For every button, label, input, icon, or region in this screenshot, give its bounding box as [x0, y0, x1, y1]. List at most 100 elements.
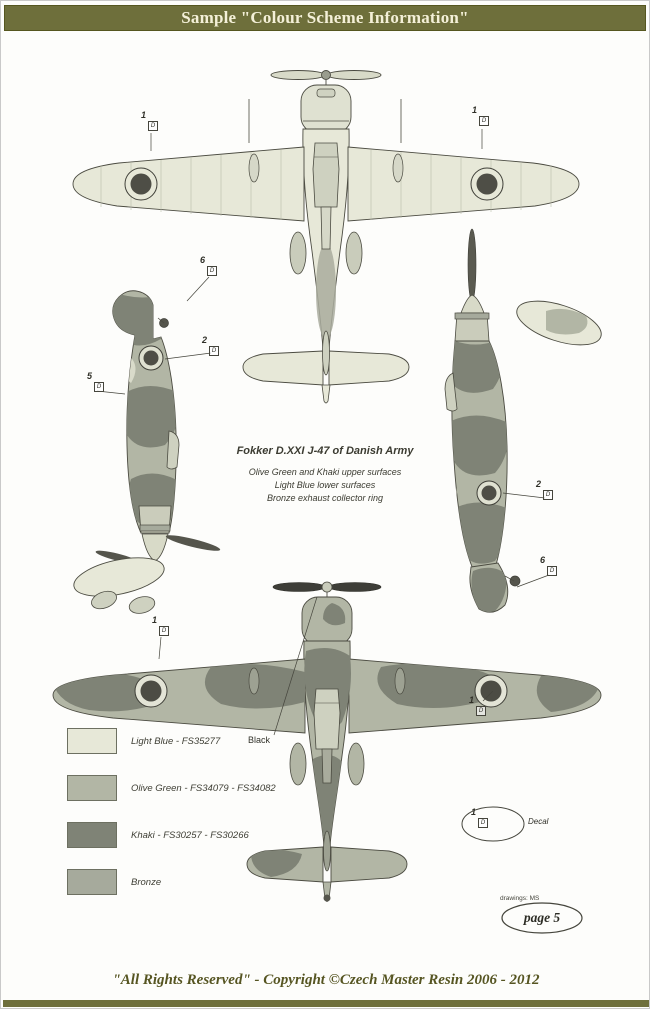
decal-marker-number: 1: [471, 807, 477, 817]
marker-leader-lines: [96, 129, 550, 736]
camouflage-pattern: [451, 341, 508, 612]
tailwheel: [509, 575, 521, 587]
decal-legend-label: Decal: [528, 817, 549, 826]
headrest-fairing: [321, 748, 333, 784]
decal-legend-oval: [461, 806, 525, 842]
legend-row-olive-green: Olive Green - FS34079 - FS34082: [67, 775, 276, 801]
decal-marker-box: D: [543, 490, 553, 500]
decal-marker-number: 5: [87, 371, 93, 381]
roundel-center: [480, 680, 502, 702]
tailwheel: [323, 894, 331, 902]
top-view-drawing: [72, 70, 580, 404]
decal-marker-6b: 6 D: [540, 556, 557, 576]
roundel-center: [476, 173, 498, 195]
decal-marker-number: 1: [141, 110, 147, 120]
decal-marker-box: D: [148, 121, 158, 131]
black-propeller-label: Black: [248, 735, 271, 745]
spinner: [141, 533, 169, 562]
header-bar: Sample "Colour Scheme Information": [4, 5, 646, 31]
roundel-center: [140, 680, 162, 702]
decal-marker-box: D: [209, 346, 219, 356]
propeller-blade: [165, 535, 221, 551]
decal-marker-box: D: [547, 566, 557, 576]
footer-bar: [3, 1000, 649, 1007]
propeller-blade: [467, 228, 477, 302]
decal-marker-number: 1: [152, 615, 158, 625]
decal-marker-number: 1: [472, 105, 478, 115]
caption-line-1: Olive Green and Khaki upper surfaces: [248, 467, 402, 477]
wheel-spat: [289, 231, 307, 275]
roundel-center: [143, 350, 159, 366]
propeller-blade: [270, 70, 326, 80]
decal-marker-number: 6: [200, 255, 206, 265]
decal-marker-1d: 1 D: [469, 696, 486, 716]
wing-gun-fairing: [394, 667, 406, 695]
page-title: Sample "Colour Scheme Information": [181, 8, 469, 27]
bronze-exhaust-ring: [139, 524, 171, 532]
colour-legend: Light Blue - FS35277 Olive Green - FS340…: [67, 728, 276, 916]
light-blue-swatch: [67, 728, 117, 754]
decal-marker-box: D: [479, 116, 489, 126]
decal-marker-box: D: [94, 382, 104, 392]
bronze-exhaust-ring: [454, 312, 490, 320]
right-profile-drawing: [444, 228, 602, 613]
roundel-center: [481, 485, 497, 501]
propeller-blade-black: [272, 582, 326, 592]
wing-camouflage: [546, 308, 588, 335]
decal-marker-box: D: [476, 706, 486, 716]
colour-scheme-caption: Fokker D.XXI J-47 of Danish Army Olive G…: [209, 445, 441, 505]
propeller-blade-black: [328, 582, 382, 592]
right-wing: [347, 146, 580, 222]
bottom-view-drawing: [52, 581, 602, 902]
wheel-spat: [347, 742, 365, 786]
roundel-center: [130, 173, 152, 195]
decal-marker-5: 5 D: [87, 372, 104, 392]
tailplane-right: [330, 846, 408, 883]
olive-green-swatch: [67, 775, 117, 801]
decal-marker-box: D: [207, 266, 217, 276]
caption-line-2: Light Blue lower surfaces: [274, 480, 376, 490]
left-wing: [72, 146, 305, 222]
wheel-spat: [345, 231, 363, 275]
bronze-swatch: [67, 869, 117, 895]
aircraft-title: Fokker D.XXI J-47 of Danish Army: [236, 445, 414, 457]
propeller-blade: [326, 70, 382, 80]
legend-row-khaki: Khaki - FS30257 - FS30266: [67, 822, 276, 848]
drawings-credit: drawings: MS: [500, 895, 540, 902]
canopy: [313, 688, 341, 750]
tail-fin: [323, 830, 331, 872]
page-number-oval: [501, 902, 583, 934]
legend-row-bronze: Bronze: [67, 869, 276, 895]
legend-label: Khaki - FS30257 - FS30266: [131, 829, 249, 841]
spinner: [321, 70, 331, 80]
camouflage-pattern: [112, 291, 177, 528]
legend-label: Bronze: [131, 876, 162, 888]
decal-marker-sample: 1 D: [471, 808, 488, 828]
decal-marker-1: 1 D: [141, 111, 158, 131]
decal-marker-1c: 1 D: [152, 616, 169, 636]
decal-marker-box: D: [159, 626, 169, 636]
headrest-fairing: [320, 206, 332, 250]
tail-cone: [321, 384, 331, 404]
decal-marker-6: 6 D: [200, 256, 217, 276]
legend-label: Olive Green - FS34079 - FS34082: [131, 782, 276, 794]
legend-label: Light Blue - FS35277: [131, 735, 221, 747]
decal-marker-2: 2 D: [202, 336, 219, 356]
decal-marker-2b: 2 D: [536, 480, 553, 500]
decal-marker-number: 6: [540, 555, 546, 565]
wing-gun-fairing: [248, 667, 260, 695]
tailplane-right: [328, 350, 410, 386]
khaki-swatch: [67, 822, 117, 848]
left-profile-drawing: [73, 290, 221, 614]
wing-underside: [73, 557, 165, 597]
fuselage-shading: [316, 243, 336, 339]
decal-marker-number: 1: [469, 695, 475, 705]
copyright-footer: "All Rights Reserved" - Copyright ©Czech…: [112, 972, 540, 988]
canopy: [444, 372, 458, 412]
spinner: [321, 581, 333, 593]
caption-line-3: Bronze exhaust collector ring: [266, 493, 384, 503]
wheel-spat: [128, 596, 156, 614]
legend-row-light-blue: Light Blue - FS35277: [67, 728, 276, 754]
wheel-spat: [91, 590, 117, 610]
